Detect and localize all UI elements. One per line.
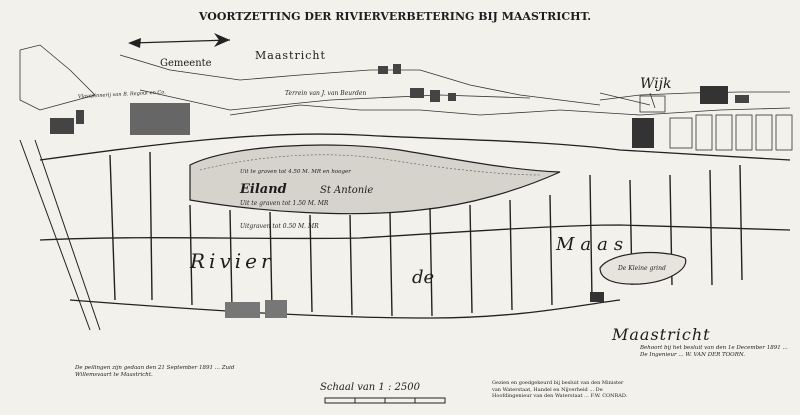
rivier-label: Rivier	[189, 249, 275, 273]
st-antonie-label: St Antonie	[320, 185, 373, 196]
eiland-label: Eiland	[239, 182, 287, 197]
kleine-grind-island	[599, 251, 687, 285]
river-banks	[19, 133, 791, 331]
maas-label: Maas	[555, 234, 629, 255]
terrein-label: Terrein van J. van Beurden	[285, 90, 366, 97]
town-buildings	[50, 64, 749, 148]
cross-sections	[109, 151, 743, 317]
notes-middle: Gezien en goedgekeurd bij besluit van de…	[492, 380, 628, 399]
uitgraven-3-label: Uitgraven tot 0.50 M. MR	[240, 223, 319, 230]
scale-label: Schaal van 1 : 2500	[320, 382, 421, 393]
kleine-grind-label: De Kleine grind	[617, 265, 666, 272]
notes-right: Behoort bij het besluit van den 1e Decem…	[640, 345, 788, 359]
north-arrow-icon	[128, 33, 231, 48]
maastricht-bottom-label: Maastricht	[611, 325, 711, 344]
notes-left: De peilingen zijn gedaan den 21 Septembe…	[75, 365, 235, 379]
bottom-left-buildings	[225, 292, 604, 318]
te-graven-1-label: Uit te graven tot 4.50 M. MR en hooger	[240, 169, 351, 175]
vlasspinnerij-label: Vlasspinnerij van B. Regout en Co.	[78, 89, 167, 100]
maastricht-top-label: Maastricht	[255, 49, 326, 62]
scale-bar	[324, 397, 446, 404]
te-graven-2-label: Uit te graven tot 1.50 M. MR	[240, 200, 329, 207]
de-label: de	[412, 267, 434, 288]
map-title: VOORTZETTING DER RIVIERVERBETERING BIJ M…	[198, 10, 591, 23]
gemeente-label: Gemeente	[160, 58, 212, 69]
wijk-label: Wijk	[640, 76, 671, 92]
island-st-antonie	[189, 144, 561, 215]
